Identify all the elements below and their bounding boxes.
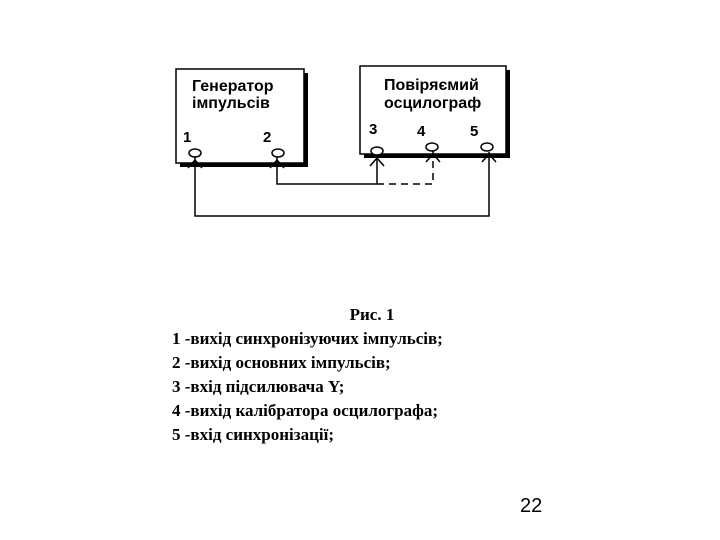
wire-3-to-4-dashed <box>377 151 434 185</box>
generator-title-line2: імпульсів <box>192 95 270 112</box>
generator-title-line1: Генератор <box>192 78 274 95</box>
oscilloscope-box: Повіряємий осцилограф 3 4 5 <box>359 65 510 158</box>
terminal-label-2: 2 <box>263 129 271 146</box>
terminal-5-connector <box>480 142 494 152</box>
figure-caption: Рис. 1 1 -вихід синхронізуючих імпульсів… <box>172 303 552 447</box>
oscilloscope-title-line2: осцилограф <box>384 95 481 112</box>
terminal-4-connector <box>425 142 439 152</box>
terminal-2-connector <box>271 148 285 158</box>
page-number: 22 <box>520 495 543 517</box>
arrowhead-2 <box>269 158 285 169</box>
caption-item-5: 5 -вхід синхронізації; <box>172 425 335 444</box>
arrowhead-3 <box>369 156 385 167</box>
arrowhead-5 <box>481 152 497 163</box>
wire-2-to-3 <box>276 155 378 185</box>
terminal-label-4: 4 <box>417 123 426 140</box>
arrowhead-1 <box>187 158 203 169</box>
caption-title: Рис. 1 <box>349 305 395 324</box>
terminal-3-connector <box>370 146 384 156</box>
generator-box: Генератор імпульсів 1 2 <box>175 68 308 167</box>
terminal-label-5: 5 <box>470 123 478 140</box>
arrowhead-4 <box>425 152 441 163</box>
terminal-label-1: 1 <box>183 129 191 146</box>
terminal-label-3: 3 <box>369 121 377 138</box>
wire-1-to-5 <box>194 152 490 217</box>
caption-item-3: 3 -вхід підсилювача Y; <box>172 377 345 396</box>
caption-item-1: 1 -вихід синхронізуючих імпульсів; <box>172 329 443 348</box>
oscilloscope-title-line1: Повіряємий <box>384 77 479 94</box>
caption-item-4: 4 -вихід калібратора осцилографа; <box>172 401 439 420</box>
caption-item-2: 2 -вихід основних імпульсів; <box>172 353 391 372</box>
terminal-1-connector <box>188 148 202 158</box>
